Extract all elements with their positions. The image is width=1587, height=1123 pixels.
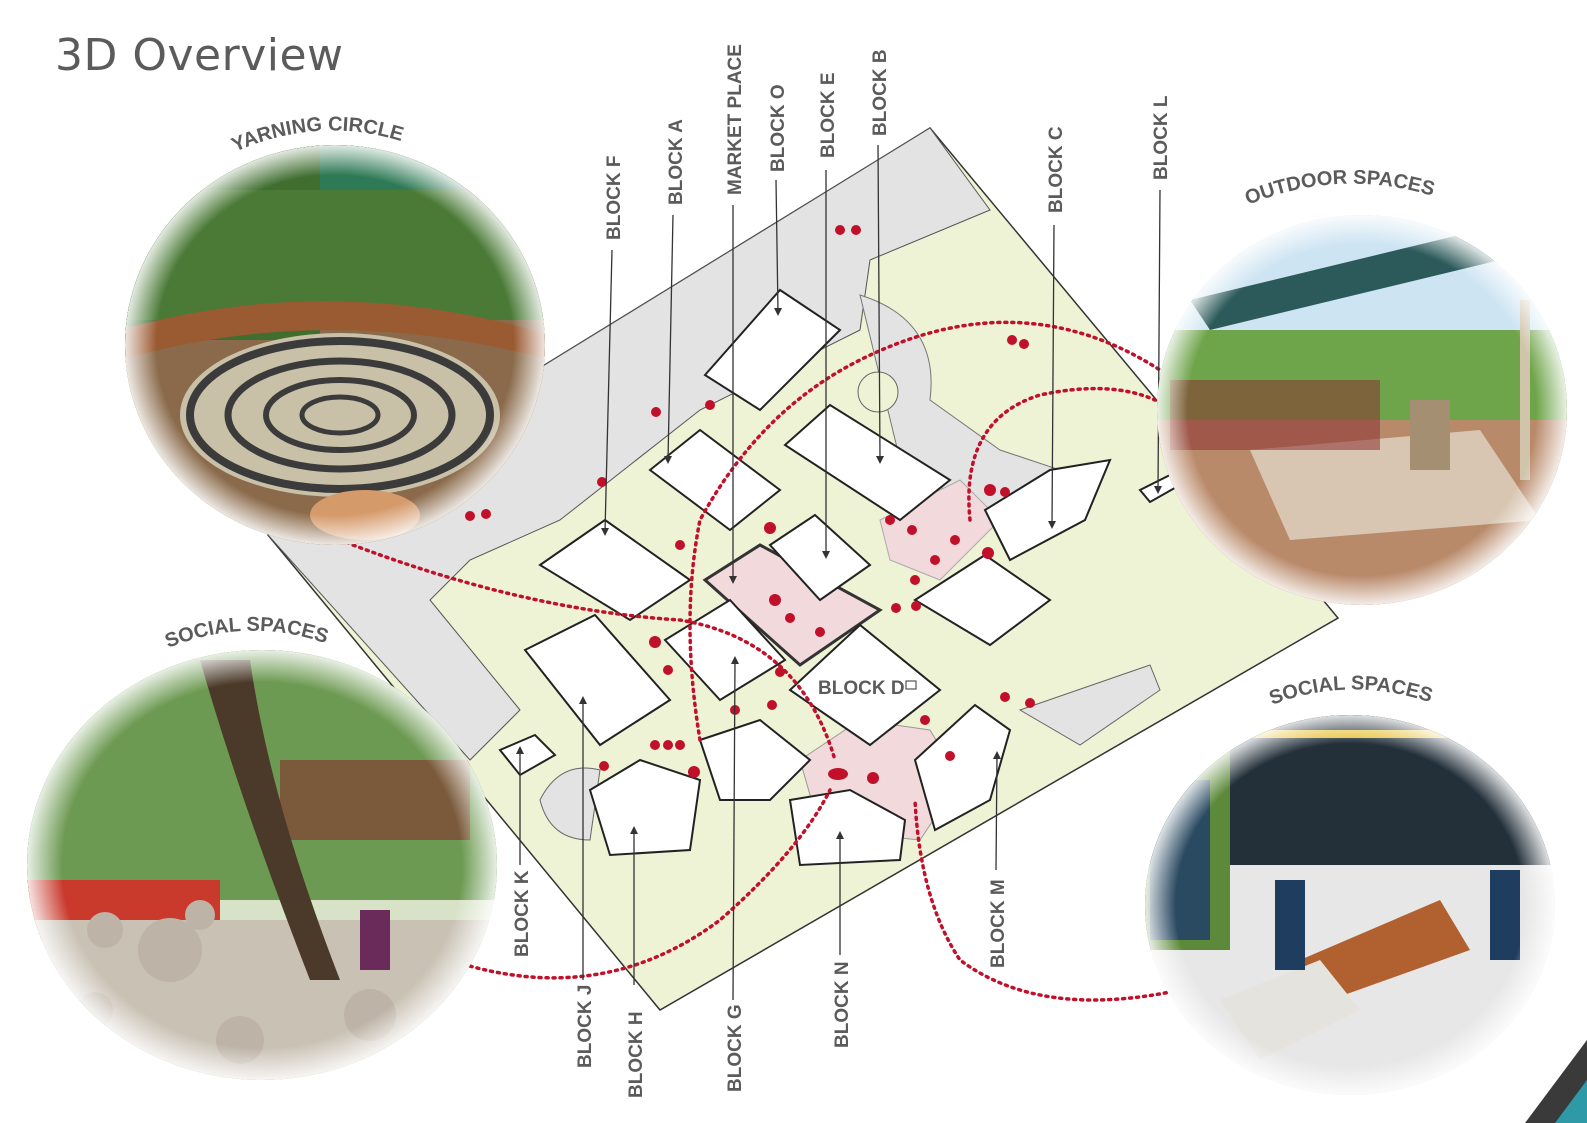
label-block-j: BLOCK J [575, 985, 596, 1068]
block-g-building [663, 598, 787, 702]
social-spaces-right-label: SOCIAL SPACES [1266, 672, 1435, 709]
block-h-building [588, 758, 702, 857]
label-block-m: BLOCK M [988, 879, 1009, 968]
label-block-l: BLOCK L [1151, 95, 1172, 180]
photo-yarning-circle [125, 145, 545, 545]
leader-lines [519, 144, 1161, 1001]
label-block-a: BLOCK A [666, 119, 687, 205]
block-c-wing [913, 553, 1052, 647]
label-block-e: BLOCK E [818, 73, 839, 159]
photo-outdoor-spaces [1157, 215, 1567, 605]
outdoor-spaces-label: OUTDOOR SPACES [1242, 167, 1437, 210]
corner-accent [1525, 1040, 1587, 1123]
block-e-building [768, 513, 872, 602]
block-f-building [538, 518, 692, 622]
buildings [498, 288, 1182, 867]
label-block-d: BLOCK D [818, 678, 905, 699]
block-labels-bottom: BLOCK K BLOCK J BLOCK H BLOCK G BLOCK N … [512, 870, 1009, 1098]
block-c-building [983, 458, 1112, 562]
label-block-c: BLOCK C [1046, 126, 1067, 213]
block-h-wing [698, 718, 812, 801]
block-o-building [703, 288, 842, 412]
label-block-f: BLOCK F [604, 156, 625, 240]
circulation-paths [338, 320, 1182, 1002]
label-block-b: BLOCK B [870, 49, 891, 136]
label-block-h: BLOCK H [626, 1011, 647, 1098]
leader-arrowheads [516, 308, 1162, 839]
label-block-n: BLOCK N [832, 961, 853, 1048]
block-labels-top: BLOCK F BLOCK A MARKET PLACE BLOCK O BLO… [604, 44, 1172, 240]
photo-social-spaces-left [27, 650, 497, 1080]
block-m-building [913, 703, 1012, 832]
block-k-building [498, 733, 557, 777]
label-market-place: MARKET PLACE [725, 44, 746, 195]
label-block-k: BLOCK K [512, 870, 533, 957]
label-block-o: BLOCK O [768, 84, 789, 172]
social-spaces-left-label: SOCIAL SPACES [162, 614, 331, 653]
block-d-marker [905, 680, 917, 690]
block-d-building [788, 623, 942, 747]
block-a-building [648, 428, 782, 532]
label-block-g: BLOCK G [725, 1004, 746, 1092]
block-j-building [523, 613, 672, 747]
photo-social-spaces-right [1145, 715, 1555, 1095]
people-markers [465, 225, 1035, 784]
page-title: 3D Overview [55, 30, 344, 81]
